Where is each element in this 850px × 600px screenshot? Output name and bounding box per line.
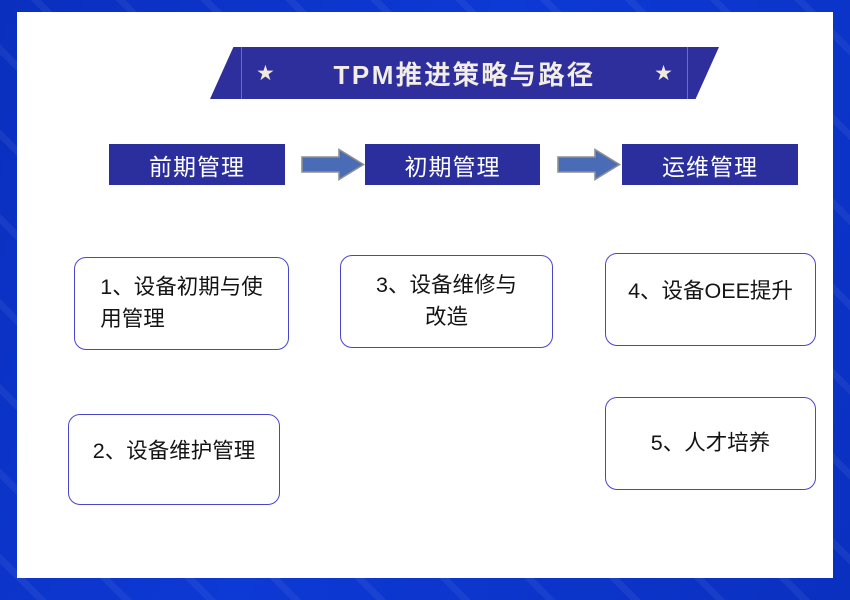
content-card-label: 5、人才培养 bbox=[650, 430, 771, 455]
stage-header-2[interactable]: 运维管理 bbox=[622, 144, 798, 185]
star-icon-right: ★ bbox=[654, 61, 673, 85]
content-card-5[interactable]: 5、人才培养 bbox=[605, 397, 816, 490]
content-card-label: 2、设备维护管理 bbox=[92, 439, 256, 463]
content-card-label: 4、设备OEE提升 bbox=[628, 279, 793, 303]
content-card-3[interactable]: 3、设备维修与 改造 bbox=[340, 255, 553, 348]
stage-header-1[interactable]: 初期管理 bbox=[365, 144, 540, 185]
stage-header-label: 运维管理 bbox=[662, 153, 758, 180]
slide-canvas: ★ TPM推进策略与路径 ★ 前期管理 初期管理 运维管理 1 bbox=[17, 12, 833, 578]
arrow-right-icon-0 bbox=[301, 148, 366, 181]
arrow-right-glyph bbox=[557, 148, 622, 181]
title-banner: ★ TPM推进策略与路径 ★ bbox=[210, 47, 719, 99]
star-icon-left: ★ bbox=[256, 61, 275, 85]
page-title: TPM推进策略与路径 bbox=[333, 59, 596, 90]
arrow-right-icon-1 bbox=[557, 148, 622, 181]
stage-header-label: 前期管理 bbox=[149, 153, 245, 180]
content-card-1[interactable]: 1、设备初期与使 用管理 bbox=[74, 257, 289, 350]
content-card-label: 1、设备初期与使 用管理 bbox=[100, 274, 263, 331]
content-card-4[interactable]: 4、设备OEE提升 bbox=[605, 253, 816, 346]
content-card-label: 3、设备维修与 改造 bbox=[376, 272, 517, 329]
stage-header-0[interactable]: 前期管理 bbox=[109, 144, 285, 185]
title-banner-inner: ★ TPM推进策略与路径 ★ bbox=[241, 47, 688, 99]
stage-header-label: 初期管理 bbox=[404, 153, 501, 180]
content-card-2[interactable]: 2、设备维护管理 bbox=[68, 414, 280, 505]
arrow-right-glyph bbox=[301, 148, 366, 181]
